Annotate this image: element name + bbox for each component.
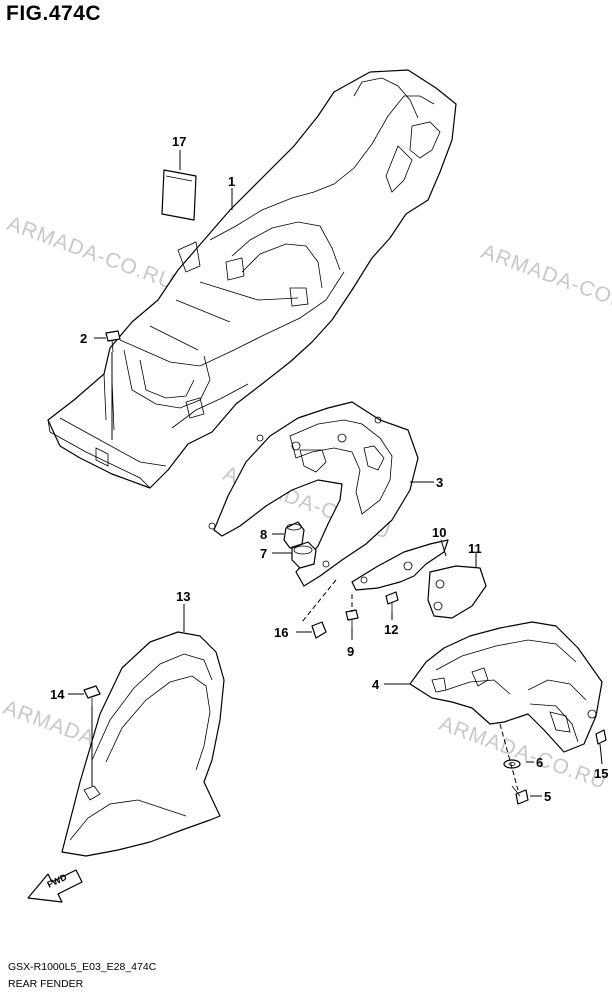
part-1-rear-fender-frame[interactable] <box>47 69 457 489</box>
callout-12: 12 <box>384 622 398 637</box>
callout-3: 3 <box>436 475 443 490</box>
part-callouts: 1 2 3 4 5 6 7 8 9 10 11 12 13 14 15 16 1… <box>50 134 608 804</box>
callout-17: 17 <box>172 134 186 149</box>
part-5-bolt[interactable] <box>511 785 529 805</box>
part-2-screw[interactable] <box>105 330 121 353</box>
diagram-description: REAR FENDER <box>8 978 84 990</box>
part-7-cushion[interactable] <box>291 541 317 569</box>
part-12-bolt[interactable] <box>385 591 399 612</box>
part-6-washer[interactable] <box>503 759 521 769</box>
diagram-code: GSX-R1000L5_E03_E28_474C <box>8 961 157 973</box>
callout-1: 1 <box>228 174 235 189</box>
callout-13: 13 <box>176 589 190 604</box>
callout-16: 16 <box>274 625 288 640</box>
callout-7: 7 <box>260 546 267 561</box>
part-10-bracket[interactable] <box>351 539 449 591</box>
callout-14: 14 <box>50 687 65 702</box>
callout-2: 2 <box>80 331 87 346</box>
callout-8: 8 <box>260 527 267 542</box>
callout-15: 15 <box>594 766 608 781</box>
callout-4: 4 <box>372 677 380 692</box>
callout-5: 5 <box>544 789 551 804</box>
fwd-arrow-icon: FWD <box>27 869 83 903</box>
part-14-screw[interactable] <box>83 685 101 706</box>
figure-title: FIG.474C <box>6 2 102 25</box>
callout-9: 9 <box>347 644 354 659</box>
part-17-label[interactable] <box>161 169 197 221</box>
callout-6: 6 <box>536 755 543 770</box>
part-16-nut[interactable] <box>311 621 327 639</box>
callout-11: 11 <box>468 541 482 556</box>
part-11-bracket-plate[interactable] <box>427 565 487 619</box>
leader-lines <box>68 150 603 797</box>
part-9-screw[interactable] <box>345 609 359 628</box>
callout-10: 10 <box>432 525 446 540</box>
part-4-rear-fender-lower[interactable] <box>409 621 603 753</box>
part-3-cover[interactable] <box>208 401 419 587</box>
part-13-front-fender[interactable] <box>61 631 225 857</box>
part-15-nut[interactable] <box>595 729 607 745</box>
